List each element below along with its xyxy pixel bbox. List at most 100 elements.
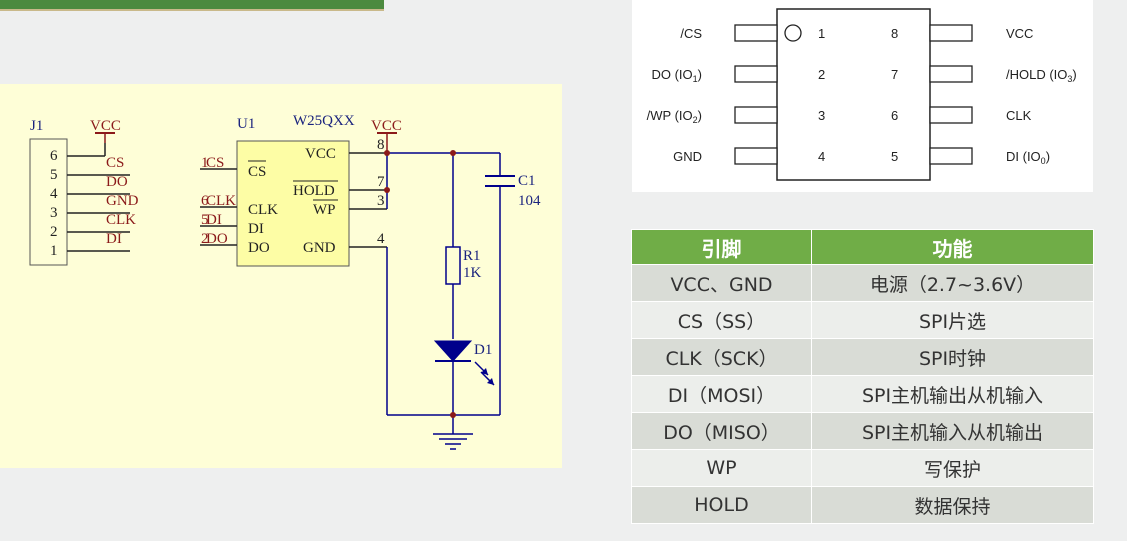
c1-ref: C1 — [518, 173, 536, 189]
u1-left-net-labels: 1 CS 6 CLK 5 DI 2 DO — [201, 155, 236, 247]
u1-left-pin-names: CS CLK DI DO — [248, 160, 278, 256]
pin-num-7: 7 — [891, 67, 898, 82]
pin-label-vcc: VCC — [1006, 26, 1033, 41]
pin-label-hold: /HOLD (IO3) — [1006, 67, 1077, 84]
j1-pin-4: 4 — [50, 186, 58, 202]
top-title-bar — [0, 0, 384, 11]
u1-part: W25QXX — [293, 113, 355, 129]
chip-outline — [776, 8, 931, 181]
j1-net-di: DI — [106, 231, 122, 247]
cell-pin: HOLD — [631, 486, 812, 524]
pin-num-8: 8 — [891, 26, 898, 41]
j1-pin-6: 6 — [50, 148, 58, 164]
u1-pin-wp: WP — [313, 202, 336, 218]
u1-ref: U1 — [237, 116, 255, 132]
chip-pinout-panel: 1 2 3 4 8 7 6 5 /CS DO (IO1) /WP (IO2) G… — [632, 0, 1093, 192]
cell-pin: VCC、GND — [631, 264, 812, 302]
schematic-svg: J1 VCC 6 5 4 3 2 1 CS DO GND CLK DI U1 W… — [29, 113, 541, 450]
u1-net-do: DO — [206, 231, 228, 247]
table-row: WP 写保护 — [631, 449, 1094, 487]
c1-value: 104 — [518, 193, 541, 209]
table-header-row: 引脚 功能 — [631, 229, 1094, 265]
j1-pin-2: 2 — [50, 224, 58, 240]
pin-num-6: 6 — [891, 108, 898, 123]
u1-pin-num-3: 3 — [377, 193, 385, 209]
u1-net-cs: CS — [206, 155, 224, 171]
pin-label-do: DO (IO1) — [651, 67, 702, 84]
pinout-left-numbers: 1 2 3 4 — [818, 26, 825, 164]
u1-vcc-label: VCC — [371, 118, 402, 134]
pin-num-5: 5 — [891, 149, 898, 164]
pin-label-clk: CLK — [1006, 108, 1032, 123]
cell-function: SPI时钟 — [811, 338, 1094, 376]
u1-left-pin-wires — [200, 168, 237, 246]
cell-function: 电源（2.7~3.6V） — [811, 264, 1094, 302]
pin-label-gnd: GND — [673, 149, 702, 164]
junction-dots — [384, 150, 456, 418]
j1-net-do: DO — [106, 174, 128, 190]
pin-label-di: DI (IO0) — [1006, 149, 1050, 166]
cell-function: 写保护 — [811, 449, 1094, 487]
table-row: VCC、GND 电源（2.7~3.6V） — [631, 264, 1094, 302]
u1-pin-vcc: VCC — [305, 146, 336, 162]
pin-label-cs: /CS — [680, 26, 702, 41]
table-row: HOLD 数据保持 — [631, 486, 1094, 524]
j1-body — [29, 138, 68, 266]
pin1-marker-dot — [784, 24, 802, 42]
pin-num-4: 4 — [818, 149, 825, 164]
cell-pin: CLK（SCK） — [631, 338, 812, 376]
u1-net-clk: CLK — [206, 193, 236, 209]
r1-value: 1K — [463, 265, 482, 281]
j1-pin-1: 1 — [50, 243, 58, 259]
pinout-svg: 1 2 3 4 8 7 6 5 /CS DO (IO1) /WP (IO2) G… — [647, 8, 1077, 181]
u1-pin-num-4: 4 — [377, 231, 385, 247]
led-d1 — [433, 340, 495, 386]
cell-function: SPI主机输出从机输入 — [811, 375, 1094, 413]
pinout-left-pins — [734, 24, 778, 165]
j1-vcc-label: VCC — [90, 118, 121, 134]
cell-function: 数据保持 — [811, 486, 1094, 524]
j1-pin-5: 5 — [50, 167, 58, 183]
u1-net-1: 1 — [201, 155, 209, 171]
j1-pin-numbers: 6 5 4 3 2 1 — [50, 148, 58, 259]
j1-ref: J1 — [30, 118, 43, 134]
u1-net-5: 5 — [201, 212, 209, 228]
u1-net-di: DI — [206, 212, 222, 228]
pinout-right-pins — [929, 24, 973, 165]
cell-function: SPI片选 — [811, 301, 1094, 339]
u1-pin-di: DI — [248, 221, 264, 237]
header-function: 功能 — [811, 229, 1094, 265]
pin-function-table: 引脚 功能 VCC、GND 电源（2.7~3.6V） CS（SS） SPI片选 … — [631, 229, 1094, 524]
pin-num-3: 3 — [818, 108, 825, 123]
u1-net-2: 2 — [201, 231, 209, 247]
j1-net-cs: CS — [106, 155, 124, 171]
j1-net-gnd: GND — [106, 193, 139, 209]
cell-function: SPI主机输入从机输出 — [811, 412, 1094, 450]
j1-pin-3: 3 — [50, 205, 58, 221]
u1-pin-clk: CLK — [248, 202, 278, 218]
cell-pin: WP — [631, 449, 812, 487]
pin-num-2: 2 — [818, 67, 825, 82]
j1-net-clk: CLK — [106, 212, 136, 228]
u1-pin-cs: CS — [248, 164, 266, 180]
schematic-panel: J1 VCC 6 5 4 3 2 1 CS DO GND CLK DI U1 W… — [0, 84, 562, 468]
u1-pin-hold: HOLD — [293, 183, 335, 199]
table-row: CS（SS） SPI片选 — [631, 301, 1094, 339]
header-pin: 引脚 — [631, 229, 812, 265]
pinout-left-labels: /CS DO (IO1) /WP (IO2) GND — [647, 26, 703, 164]
u1-pin-do: DO — [248, 240, 270, 256]
j1-pin-wires — [67, 155, 130, 252]
ground-symbol — [433, 433, 473, 450]
circuit-wires — [386, 152, 501, 434]
u1-net-6: 6 — [201, 193, 209, 209]
u1-pin-gnd: GND — [303, 240, 336, 256]
table-row: DI（MOSI） SPI主机输出从机输入 — [631, 375, 1094, 413]
pin-label-wp: /WP (IO2) — [647, 108, 702, 125]
u1-right-pin-wires — [349, 152, 387, 248]
cell-pin: DI（MOSI） — [631, 375, 812, 413]
table-row: DO（MISO） SPI主机输入从机输出 — [631, 412, 1094, 450]
cell-pin: CS（SS） — [631, 301, 812, 339]
u1-right-pin-numbers: 8 7 3 4 — [377, 137, 385, 247]
capacitor-c1 — [485, 175, 515, 187]
resistor-r1 — [445, 246, 461, 285]
